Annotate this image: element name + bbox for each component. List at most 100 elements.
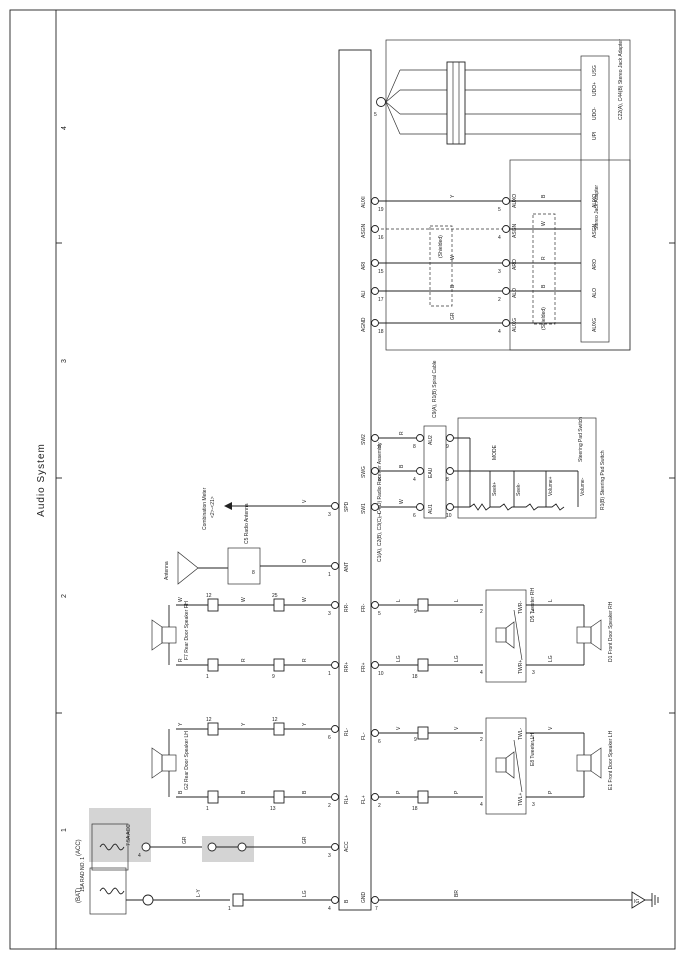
- svg-text:Y: Y: [302, 722, 308, 726]
- svg-text:(Shielded): (Shielded): [541, 307, 547, 330]
- svg-text:RR-: RR-: [344, 603, 350, 612]
- svg-text:1: 1: [532, 609, 535, 615]
- svg-text:Y: Y: [450, 194, 456, 198]
- svg-text:15: 15: [378, 269, 384, 275]
- svg-text:R: R: [302, 658, 308, 662]
- svg-text:7: 7: [375, 906, 378, 912]
- svg-text:2: 2: [328, 803, 331, 809]
- svg-text:GR: GR: [302, 836, 308, 844]
- svg-text:SWG: SWG: [361, 466, 367, 478]
- svg-text:RL+: RL+: [344, 795, 350, 804]
- svg-text:4: 4: [480, 802, 483, 808]
- svg-text:B: B: [541, 194, 547, 198]
- zone-1: 1: [61, 828, 68, 832]
- svg-text:4: 4: [413, 477, 416, 483]
- svg-text:19: 19: [378, 207, 384, 213]
- svg-text:FL+: FL+: [361, 795, 367, 804]
- svg-text:FR-: FR-: [361, 603, 367, 612]
- svg-text:P: P: [548, 790, 554, 794]
- svg-text:(BAT): (BAT): [76, 888, 82, 903]
- zone-3: 3: [61, 359, 68, 363]
- svg-text:LG: LG: [548, 655, 554, 662]
- svg-text:10: 10: [446, 513, 452, 519]
- svg-text:4: 4: [328, 906, 331, 912]
- svg-text:9: 9: [446, 444, 449, 450]
- svg-text:FL-: FL-: [361, 732, 367, 740]
- svg-text:RL-: RL-: [344, 728, 350, 736]
- svg-text:L: L: [548, 599, 554, 602]
- svg-text:W: W: [178, 597, 184, 602]
- svg-text:GND: GND: [361, 892, 367, 904]
- svg-text:5: 5: [378, 611, 381, 617]
- svg-text:ARO: ARO: [512, 259, 518, 270]
- svg-text:AUXG: AUXG: [512, 318, 518, 332]
- svg-text:IG: IG: [634, 899, 639, 905]
- svg-text:ARO: ARO: [592, 259, 598, 270]
- svg-text:L-Y: L-Y: [196, 889, 202, 897]
- svg-text:1: 1: [328, 671, 331, 677]
- svg-text:MODE: MODE: [492, 444, 498, 460]
- svg-text:1: 1: [328, 572, 331, 578]
- svg-text:ALO: ALO: [512, 288, 518, 298]
- svg-text:12: 12: [206, 593, 212, 599]
- rear-speaker-rh: F7 Rear Door Speaker RH R R R W W W 9 25…: [151, 593, 350, 680]
- svg-text:Stereo Jack Adapter: Stereo Jack Adapter: [594, 185, 600, 230]
- svg-text:SW2: SW2: [361, 434, 367, 445]
- svg-text:B: B: [302, 790, 308, 794]
- svg-text:8: 8: [378, 444, 381, 450]
- svg-text:LG: LG: [454, 655, 460, 662]
- svg-text:R: R: [399, 431, 405, 435]
- tweeter-lh: FL+ FL- 2 6 18 9 P P V V E8 Tweeter LH T…: [361, 717, 585, 815]
- svg-text:R1(B) Steering Pad Switch: R1(B) Steering Pad Switch: [600, 450, 606, 510]
- antenna-circuit: Antenna C5 Radio Antenna 8 O 1 ANT: [164, 503, 350, 585]
- svg-text:O: O: [302, 559, 308, 563]
- svg-text:SW1: SW1: [361, 503, 367, 514]
- svg-text:B: B: [450, 284, 456, 288]
- svg-text:<2>-<21>: <2>-<21>: [210, 496, 216, 518]
- svg-text:18: 18: [412, 806, 418, 812]
- svg-text:18: 18: [412, 674, 418, 680]
- front-speaker-rh: D1 Front Door Speaker RH: [576, 601, 614, 662]
- svg-text:Volume+: Volume+: [548, 476, 554, 496]
- svg-text:E8 Tweeter LH: E8 Tweeter LH: [530, 733, 536, 766]
- svg-text:8: 8: [252, 570, 255, 576]
- svg-text:(Shielded): (Shielded): [438, 235, 444, 258]
- svg-text:LG: LG: [396, 655, 402, 662]
- svg-text:Y: Y: [178, 722, 184, 726]
- svg-text:EAU: EAU: [428, 467, 434, 478]
- svg-text:8: 8: [378, 477, 381, 483]
- svg-text:Steering Pad Switch: Steering Pad Switch: [578, 417, 584, 462]
- svg-text:AUXO: AUXO: [512, 194, 518, 208]
- svg-text:AUXG: AUXG: [592, 318, 598, 332]
- svg-text:D1 Front Door Speaker RH: D1 Front Door Speaker RH: [608, 601, 614, 662]
- svg-text:F7 Rear Door Speaker RH: F7 Rear Door Speaker RH: [184, 601, 190, 660]
- svg-text:B: B: [399, 464, 405, 468]
- svg-text:TWL+: TWL+: [518, 792, 524, 806]
- svg-text:AUXI: AUXI: [361, 196, 367, 208]
- svg-text:Antenna: Antenna: [164, 561, 170, 580]
- zone-2: 2: [61, 594, 68, 598]
- svg-text:Seek+: Seek+: [492, 482, 498, 496]
- svg-text:RR+: RR+: [344, 662, 350, 672]
- svg-text:E1 Front Door Speaker LH: E1 Front Door Speaker LH: [608, 730, 614, 790]
- bat-circuit: (BAT) 15A RAD NO. 1 1 L-Y LG 4 B: [76, 857, 350, 915]
- svg-text:3: 3: [498, 269, 501, 275]
- svg-text:4: 4: [138, 853, 141, 859]
- svg-text:TWR+: TWR+: [518, 660, 524, 674]
- rear-speaker-lh: G2 Rear Door Speaker LH B B B Y Y Y 13 1…: [151, 717, 350, 812]
- svg-text:R: R: [241, 658, 247, 662]
- svg-text:Y: Y: [241, 722, 247, 726]
- svg-text:GR: GR: [182, 836, 188, 844]
- svg-text:9: 9: [414, 609, 417, 615]
- outer-border: [9, 9, 676, 950]
- svg-text:5: 5: [374, 112, 377, 118]
- svg-text:B: B: [241, 790, 247, 794]
- svg-text:SPD: SPD: [344, 501, 350, 512]
- svg-text:C9(A), R1(B) Spiral Cable: C9(A), R1(B) Spiral Cable: [432, 360, 438, 418]
- svg-text:9: 9: [272, 674, 275, 680]
- aux-circuit: C22(A), C44(B) Stereo Jack Adapter Stere…: [361, 39, 631, 351]
- svg-text:7: 7: [378, 513, 381, 519]
- svg-text:UDO-: UDO-: [592, 107, 598, 120]
- tweeter-rh: FR+ FR- 10 5 18 9 LG LG L L D5 Tweeter R…: [361, 588, 585, 683]
